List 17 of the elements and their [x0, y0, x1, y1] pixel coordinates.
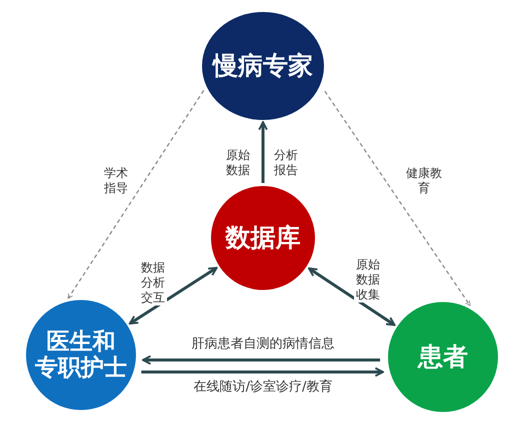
arrow [141, 367, 384, 377]
arrow-caption: 分析报告 [272, 148, 300, 178]
edge-label: 原始数据收集 [354, 258, 382, 302]
role-circle: 慢病专家 [202, 12, 324, 120]
arrow [142, 355, 380, 365]
dashed-arrow [324, 90, 471, 306]
role-circle: 医生和专职护士 [26, 300, 136, 410]
role-circle: 患者 [388, 302, 498, 412]
arrow [258, 121, 268, 183]
dashed-arrow [68, 90, 204, 299]
arrow [128, 266, 218, 325]
edge-label: 数据分析交互 [139, 260, 167, 306]
database-circle: 数据库 [211, 186, 315, 290]
edge-label: 学术指导 [102, 166, 130, 196]
arrow [308, 267, 396, 326]
edge-label: 原始数据 [224, 148, 252, 178]
edge-label: 健康教育 [404, 166, 444, 196]
